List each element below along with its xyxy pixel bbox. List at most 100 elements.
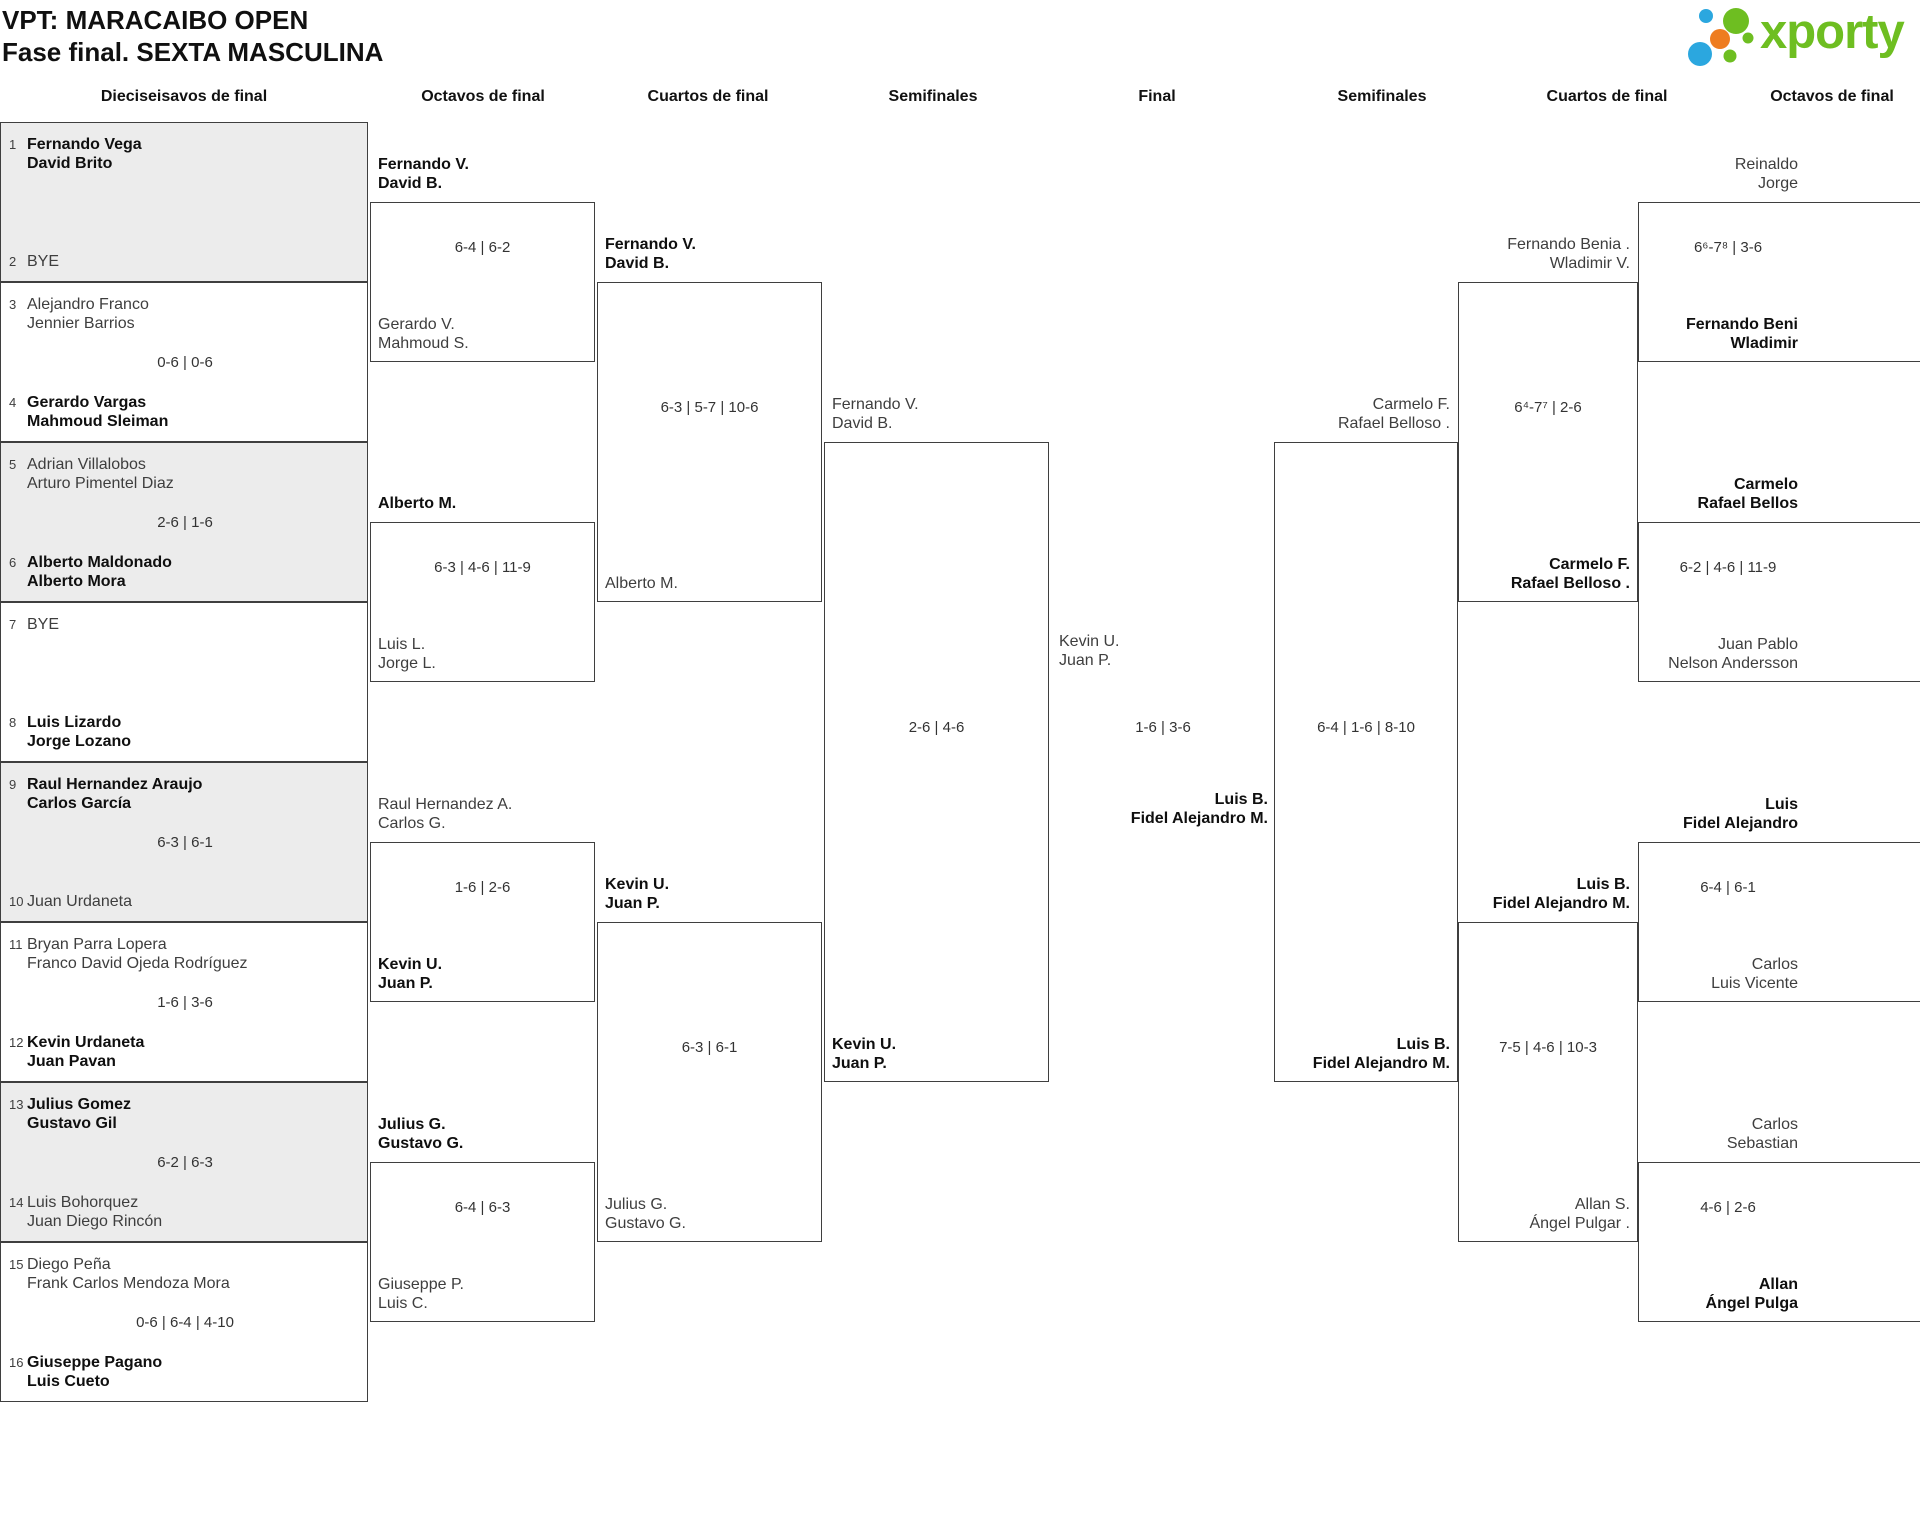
- round-header-3: Semifinales: [888, 88, 978, 105]
- bracket-connector-box: [1638, 1162, 1920, 1322]
- team-name-line: Rafael Belloso .: [1510, 575, 1630, 592]
- seed-number: 12: [9, 1035, 24, 1050]
- bracket-connector-box: [1638, 842, 1920, 1002]
- advancing-team-label[interactable]: Carmelo F. Rafael Belloso .: [1511, 555, 1630, 593]
- seed-number: 10: [9, 894, 24, 909]
- advancing-team-label[interactable]: Kevin U.Juan P.: [378, 955, 442, 993]
- team-name-line: Fernando Beni: [1685, 316, 1798, 333]
- team-name-line: Carmelo F.: [1549, 556, 1630, 573]
- advancing-team-label[interactable]: Carmelo F.Rafael Belloso .: [1338, 395, 1450, 433]
- team-names: BYE: [27, 615, 367, 634]
- team-name-line: Gustavo G.: [378, 1135, 464, 1152]
- team-name-line: Kevin Urdaneta: [27, 1034, 145, 1051]
- team-name-line: Julius G.: [605, 1196, 668, 1213]
- advancing-team-label[interactable]: Julius G.Gustavo G.: [378, 1115, 463, 1153]
- logo-wordmark: xporty: [1760, 5, 1905, 59]
- advancing-team-label[interactable]: Alberto M.: [605, 574, 678, 593]
- team-name-line: Fernando Benia .: [1507, 236, 1630, 253]
- advancing-team-label[interactable]: Raul Hernandez A.Carlos G.: [378, 795, 512, 833]
- bracket-connector-box: [370, 1162, 595, 1322]
- team-name-line: Luis Bohorquez: [27, 1194, 139, 1211]
- advancing-team-label[interactable]: Kevin U.Juan P.: [1059, 632, 1119, 670]
- team-name-line: Arturo Pimentel Diaz: [27, 475, 174, 492]
- team-name-line: Carlos García: [27, 795, 132, 812]
- advancing-team-label[interactable]: Fernando V.David B.: [378, 155, 469, 193]
- team-name-line: Wladimir V.: [1549, 255, 1630, 272]
- match-score: 6-4 | 6-1: [1700, 879, 1756, 896]
- advancing-team-label[interactable]: Kevin U.Juan P.: [832, 1035, 896, 1073]
- advancing-team-label[interactable]: Fernando V.David B.: [832, 395, 919, 433]
- team-name-line: Carmelo F.: [1372, 396, 1450, 413]
- match-score: 6-4 | 6-3: [454, 1199, 511, 1216]
- advancing-team-label[interactable]: Julius G.Gustavo G.: [605, 1195, 686, 1233]
- match-score: 6⁶-7⁸ | 3-6: [1693, 239, 1763, 256]
- match-score: 1-6 | 3-6: [157, 994, 213, 1011]
- team-name-line: Giuseppe Pagano: [27, 1354, 163, 1371]
- team-name-line: Alberto M.: [378, 495, 457, 512]
- advancing-team-label[interactable]: Fernando V.David B.: [605, 235, 696, 273]
- team-name-line: Kevin U.: [1059, 633, 1120, 650]
- team-name-line: Raul Hernandez A.: [378, 796, 513, 813]
- match-score: 1-6 | 2-6: [454, 879, 511, 896]
- advancing-team-label[interactable]: Giuseppe P.Luis C.: [378, 1275, 464, 1313]
- team-name-line: Ángel Pulgar .: [1529, 1215, 1630, 1232]
- match-score: 6-4 | 1-6 | 8-10: [1317, 719, 1415, 736]
- advancing-team-label[interactable]: Allan S.Ángel Pulgar .: [1529, 1195, 1630, 1233]
- match-score: 7-5 | 4-6 | 10-3: [1499, 1039, 1597, 1056]
- team-name-line: Gerardo Vargas: [27, 394, 147, 411]
- seed-number: 6: [9, 555, 17, 570]
- team-name-line: David B.: [605, 255, 670, 272]
- advancing-team-label[interactable]: Gerardo V.Mahmoud S.: [378, 315, 469, 353]
- logo-dots-icon: [1688, 8, 1754, 66]
- round-header-1: Octavos de final: [421, 88, 545, 105]
- seed-number: 1: [9, 137, 17, 152]
- seed-number: 5: [9, 457, 17, 472]
- bracket-connector-box: [824, 442, 1049, 1082]
- team-name-line: Fernando V.: [832, 396, 919, 413]
- advancing-team-label[interactable]: Luis B.Fidel Alejandro M.: [1493, 875, 1630, 913]
- advancing-team-label[interactable]: Luis B.Fidel Alejandro M.: [1131, 790, 1268, 828]
- advancing-team-label[interactable]: Luis L.Jorge L.: [378, 635, 436, 673]
- advancing-team-label[interactable]: Kevin U.Juan P.: [605, 875, 669, 913]
- advancing-team-label[interactable]: Fernando Benia . Wladimir V.: [1507, 235, 1630, 273]
- team-names: BYE: [27, 252, 367, 271]
- team-name-line: Allan: [1758, 1276, 1798, 1293]
- advancing-team-label[interactable]: Alberto M.: [378, 494, 456, 513]
- advancing-team-label[interactable]: Luis B.Fidel Alejandro M.: [1313, 1035, 1450, 1073]
- team-name-line: Carlos: [1751, 956, 1798, 973]
- bracket-connector-box: [1638, 202, 1920, 362]
